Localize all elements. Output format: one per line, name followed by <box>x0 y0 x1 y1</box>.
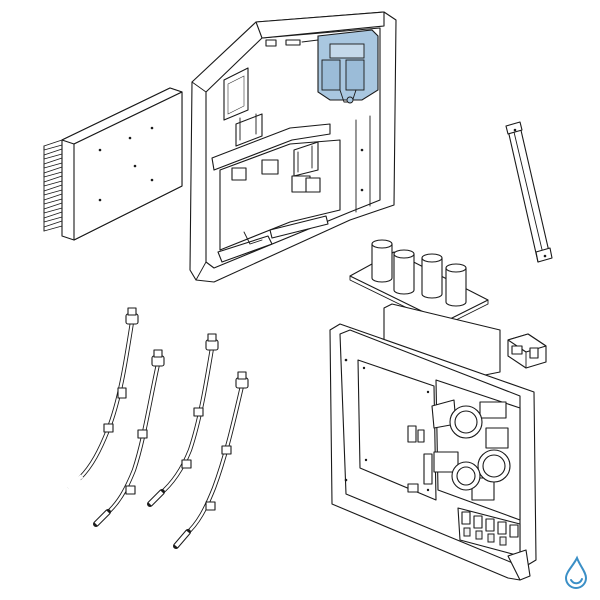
connector-plug[interactable] <box>507 333 547 369</box>
mounting-bracket[interactable] <box>505 121 553 263</box>
heatsink[interactable] <box>43 87 183 241</box>
main-pcb-panel[interactable] <box>329 303 537 581</box>
thermistor-probe-2 <box>93 349 165 527</box>
reactor-highlighted[interactable] <box>317 29 379 104</box>
thermistor-probe-4 <box>173 371 249 549</box>
thermistor-sensors[interactable] <box>66 307 249 549</box>
water-drop-logo-icon <box>564 555 588 589</box>
capacitor-board[interactable] <box>349 239 489 327</box>
control-box-housing[interactable] <box>189 11 397 283</box>
thermistor-probe-1 <box>66 307 139 490</box>
thermistor-probe-3 <box>147 333 219 507</box>
